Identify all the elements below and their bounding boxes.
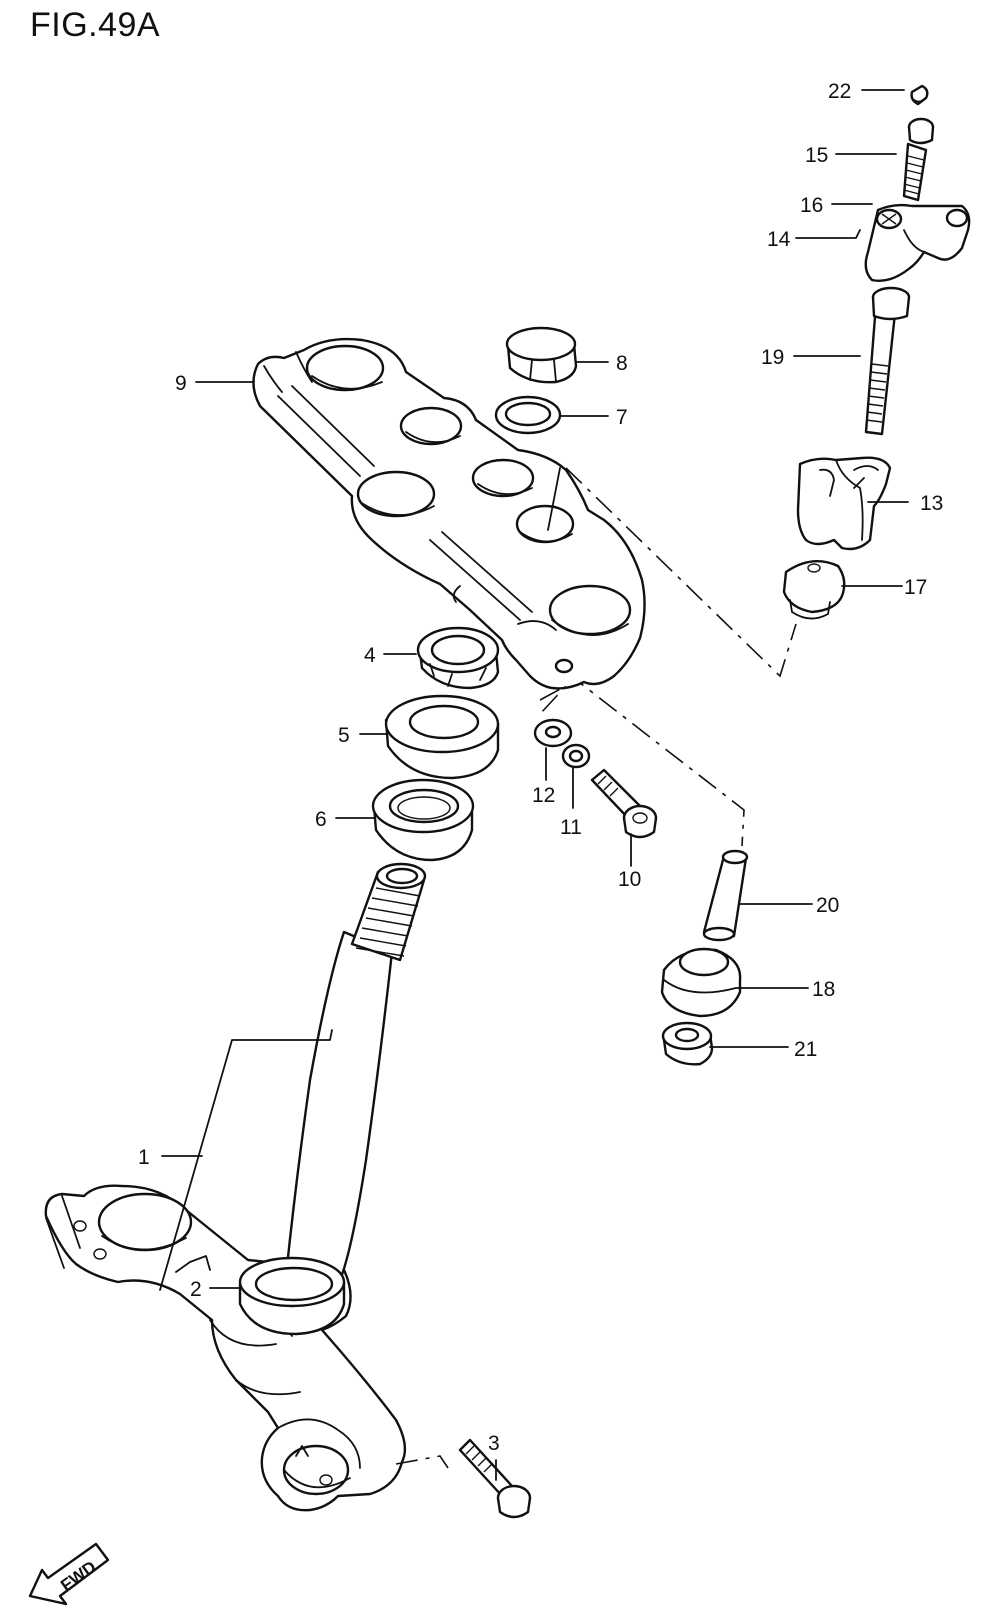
callout-22: 22 bbox=[828, 80, 851, 103]
callout-19: 19 bbox=[761, 346, 784, 369]
part-11-washer bbox=[561, 743, 591, 769]
callout-4: 4 bbox=[364, 644, 376, 667]
callout-8: 8 bbox=[616, 352, 628, 375]
callout-3: 3 bbox=[488, 1432, 500, 1455]
callout-15: 15 bbox=[805, 144, 828, 167]
part-12-washer bbox=[533, 718, 573, 748]
callout-16: 16 bbox=[800, 194, 823, 217]
callout-11: 11 bbox=[560, 816, 582, 839]
fwd-arrow-icon: FWD bbox=[28, 1542, 110, 1606]
callout-12: 12 bbox=[532, 784, 555, 807]
part-7-washer bbox=[494, 395, 562, 435]
callout-13: 13 bbox=[920, 492, 943, 515]
part-10-bolt bbox=[590, 768, 658, 839]
callout-1: 1 bbox=[138, 1146, 150, 1169]
leader-lines bbox=[159, 89, 909, 1481]
part-17-cushion bbox=[782, 560, 846, 620]
callout-17: 17 bbox=[904, 576, 927, 599]
part-18-cushion bbox=[660, 947, 742, 1018]
callout-labels: 22 15 16 14 19 13 17 8 7 9 4 5 6 12 11 1… bbox=[138, 80, 943, 1455]
part-14-holder-upper bbox=[864, 203, 971, 282]
part-13-holder-lower bbox=[796, 456, 892, 551]
callout-18: 18 bbox=[812, 978, 835, 1001]
callout-21: 21 bbox=[794, 1038, 817, 1061]
part-15-bolt bbox=[902, 117, 935, 202]
callout-2: 2 bbox=[190, 1278, 202, 1301]
part-4-locknut bbox=[416, 626, 500, 690]
part-22-cap bbox=[910, 84, 929, 106]
part-19-bolt bbox=[864, 286, 911, 436]
part-6-bearing bbox=[371, 778, 475, 862]
assembly-line-upper bbox=[565, 467, 797, 678]
callout-10: 10 bbox=[618, 868, 641, 891]
part-9-upper-bracket bbox=[252, 337, 646, 690]
callout-7: 7 bbox=[616, 406, 628, 429]
callout-14: 14 bbox=[767, 228, 791, 251]
part-3-bolt bbox=[458, 1438, 532, 1519]
callout-20: 20 bbox=[816, 894, 839, 917]
assembly-line-lower bbox=[565, 671, 745, 847]
part-8-nut bbox=[505, 326, 578, 384]
part-21-nut bbox=[661, 1021, 714, 1066]
part-20-collar bbox=[702, 849, 749, 942]
part-5-dust-seal bbox=[384, 694, 500, 780]
callout-6: 6 bbox=[315, 808, 327, 831]
figure-title: FIG.49A bbox=[30, 6, 161, 44]
part-1-steering-stem bbox=[44, 862, 427, 1512]
callout-5: 5 bbox=[338, 724, 350, 747]
callout-9: 9 bbox=[175, 372, 187, 395]
